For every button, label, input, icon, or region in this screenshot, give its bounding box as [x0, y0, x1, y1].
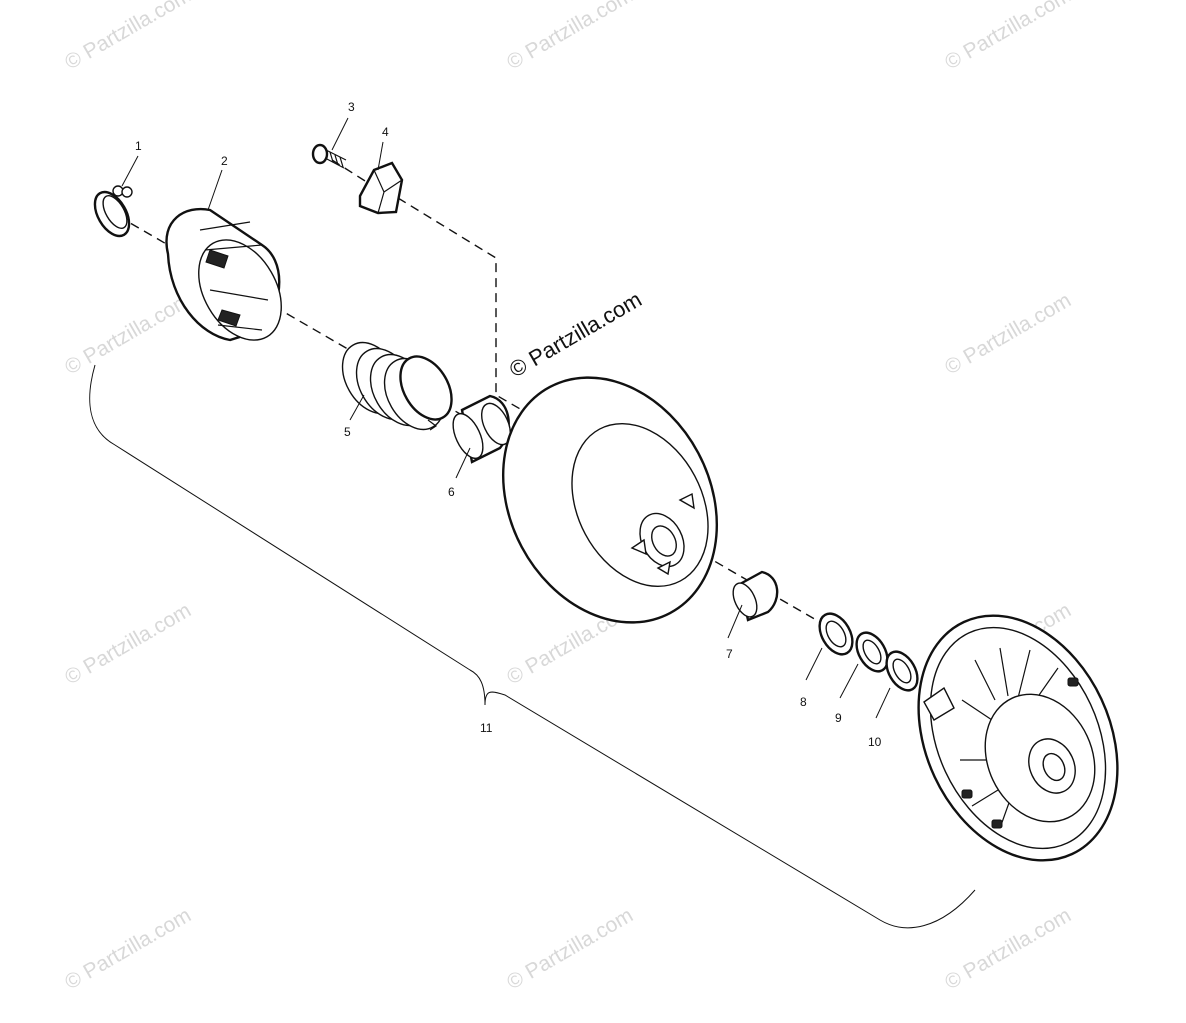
watermark: © Partzilla.com [503, 0, 637, 74]
part-washers [818, 612, 919, 692]
watermark: © Partzilla.com [61, 599, 195, 690]
callout-8: 8 [800, 695, 807, 709]
watermark: © Partzilla.com [503, 904, 637, 995]
callout-2: 2 [221, 154, 228, 168]
leader-lines [121, 117, 891, 719]
part-snap-ring [93, 185, 133, 238]
callout-9: 9 [835, 711, 842, 725]
part-small-bushing [732, 570, 779, 622]
watermark: © Partzilla.com [61, 0, 195, 74]
callout-7: 7 [726, 647, 733, 661]
callout-1: 1 [135, 139, 142, 153]
part-button [358, 161, 404, 215]
watermark: © Partzilla.com [941, 904, 1075, 995]
part-bushing [452, 394, 512, 464]
callout-3: 3 [348, 100, 355, 114]
callout-10: 10 [868, 735, 882, 749]
callout-6: 6 [448, 485, 455, 499]
part-stationary-sheave [917, 614, 1119, 862]
callout-11: 11 [480, 721, 493, 735]
part-spring [341, 341, 453, 431]
callout-5: 5 [344, 425, 351, 439]
center-watermark: © Partzilla.com [505, 287, 646, 383]
part-movable-sheave [501, 376, 719, 624]
watermark: © Partzilla.com [941, 0, 1075, 74]
callouts: 1 2 3 4 5 6 7 8 9 10 11 [135, 100, 882, 749]
watermark: © Partzilla.com [61, 904, 195, 995]
callout-4: 4 [382, 125, 389, 139]
watermark: © Partzilla.com [61, 289, 195, 380]
part-helix-cam [165, 207, 282, 342]
assembly-bracket [89, 364, 976, 929]
part-screw [311, 143, 347, 169]
watermark: © Partzilla.com [941, 289, 1075, 380]
